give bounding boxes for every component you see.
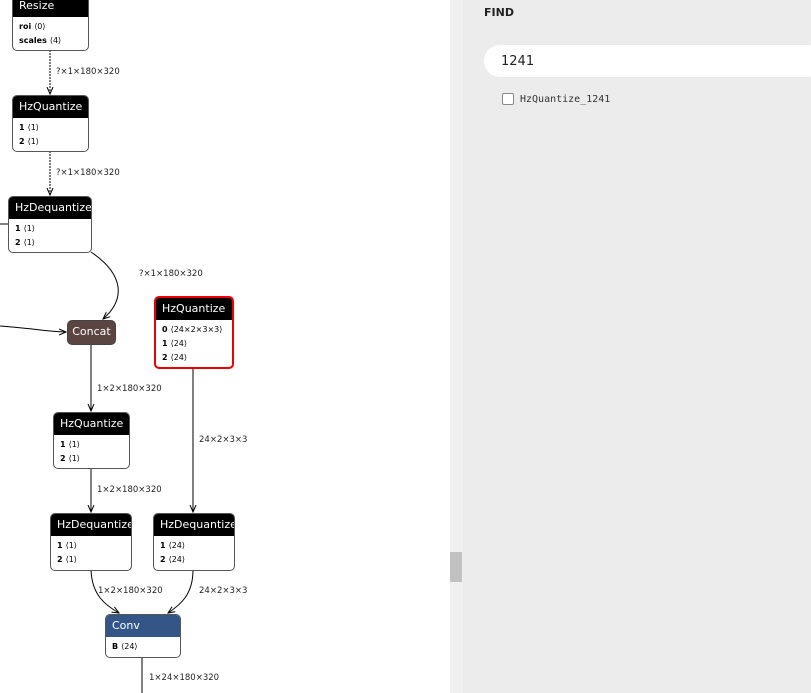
attr-name: 2: [15, 238, 21, 247]
node-hzdequantize[interactable]: HzDequantize 1⟨24⟩2⟨24⟩: [153, 513, 235, 571]
node-title: HzDequantize: [51, 514, 131, 536]
attr-name: 1: [57, 541, 63, 550]
edge: [0, 325, 66, 332]
edge-label: ?×1×180×320: [56, 67, 120, 77]
find-result-item[interactable]: HzQuantize_1241: [502, 93, 610, 105]
node-hzquantize[interactable]: HzQuantize 1⟨1⟩2⟨1⟩: [53, 412, 130, 469]
node-title: HzDequantize: [154, 514, 234, 536]
node-resize[interactable]: Resize roi⟨0⟩ scales⟨4⟩: [12, 0, 89, 51]
edge-label: ?×1×180×320: [56, 168, 120, 178]
sidebar-scrollbar[interactable]: [450, 0, 463, 693]
find-title: FIND: [484, 6, 514, 19]
attr-value: ⟨24⟩: [168, 541, 185, 550]
node-title: HzDequantize: [9, 197, 91, 219]
edge-label: 1×24×180×320: [149, 673, 220, 683]
node-hzquantize-selected[interactable]: HzQuantize 0⟨24×2×3×3⟩1⟨24⟩2⟨24⟩: [154, 296, 234, 369]
node-title: Concat: [72, 325, 111, 338]
attr-name: 0: [162, 325, 168, 334]
attr-name: scales: [19, 36, 47, 45]
attr-name: 2: [162, 353, 168, 362]
attr-name: 1: [60, 440, 66, 449]
attr-name: roi: [19, 22, 32, 31]
find-result-label: HzQuantize_1241: [520, 93, 611, 105]
edge: [168, 569, 194, 613]
edge-label: 1×2×180×320: [98, 586, 163, 596]
edge-label: ?×1×180×320: [139, 269, 203, 279]
attr-value: ⟨24×2×3×3⟩: [170, 325, 223, 334]
edge: [90, 569, 119, 613]
find-sidebar: FIND HzQuantize_1241: [463, 0, 811, 693]
node-title: HzQuantize: [54, 413, 129, 435]
attr-value: ⟨24⟩: [168, 555, 185, 564]
attr-value: ⟨1⟩: [23, 224, 35, 233]
node-conv[interactable]: Conv B⟨24⟩: [105, 614, 181, 658]
attr-name: B: [112, 642, 119, 651]
node-hzquantize[interactable]: HzQuantize 1⟨1⟩2⟨1⟩: [12, 95, 89, 152]
attr-name: 2: [57, 555, 63, 564]
attr-name: 1: [162, 339, 168, 348]
node-title: Resize: [13, 0, 88, 17]
attr-value: ⟨1⟩: [23, 238, 35, 247]
node-title: HzQuantize: [13, 96, 88, 118]
attr-name: 1: [160, 541, 166, 550]
edge-label: 1×2×180×320: [97, 384, 162, 394]
find-search-input[interactable]: [484, 45, 811, 77]
attr-name: 1: [15, 224, 21, 233]
attr-name: 2: [19, 137, 25, 146]
edge-label: 1×2×180×320: [97, 485, 162, 495]
edge-label: 24×2×3×3: [199, 586, 248, 596]
attr-name: 1: [19, 123, 25, 132]
attr-value: ⟨24⟩: [170, 339, 187, 348]
attr-value: ⟨1⟩: [27, 137, 39, 146]
attr-value: ⟨1⟩: [65, 541, 77, 550]
attr-value: ⟨0⟩: [34, 22, 46, 31]
attr-value: ⟨1⟩: [27, 123, 39, 132]
attr-name: 2: [160, 555, 166, 564]
attr-value: ⟨1⟩: [68, 454, 80, 463]
node-hzdequantize[interactable]: HzDequantize 1⟨1⟩2⟨1⟩: [50, 513, 132, 571]
scrollbar-thumb[interactable]: [450, 552, 462, 582]
node-checkbox-icon[interactable]: [502, 93, 514, 105]
graph-canvas[interactable]: Resize roi⟨0⟩scales⟨4⟩ HzQuantize 1⟨1⟩2⟨…: [0, 0, 450, 693]
attr-value: ⟨1⟩: [65, 555, 77, 564]
attr-value: ⟨1⟩: [68, 440, 80, 449]
edge-label: 24×2×3×3: [199, 435, 248, 445]
node-title: Conv: [106, 615, 180, 637]
node-title: HzQuantize: [156, 298, 232, 320]
attr-value: ⟨4⟩: [49, 36, 62, 45]
attr-value: ⟨24⟩: [170, 353, 187, 362]
graph-edges: [0, 50, 450, 693]
attr-name: 2: [60, 454, 66, 463]
node-hzdequantize[interactable]: HzDequantize 1⟨1⟩2⟨1⟩: [8, 196, 92, 253]
attr-value: ⟨24⟩: [121, 642, 138, 651]
edge: [90, 251, 119, 319]
node-concat[interactable]: Concat: [67, 320, 116, 345]
